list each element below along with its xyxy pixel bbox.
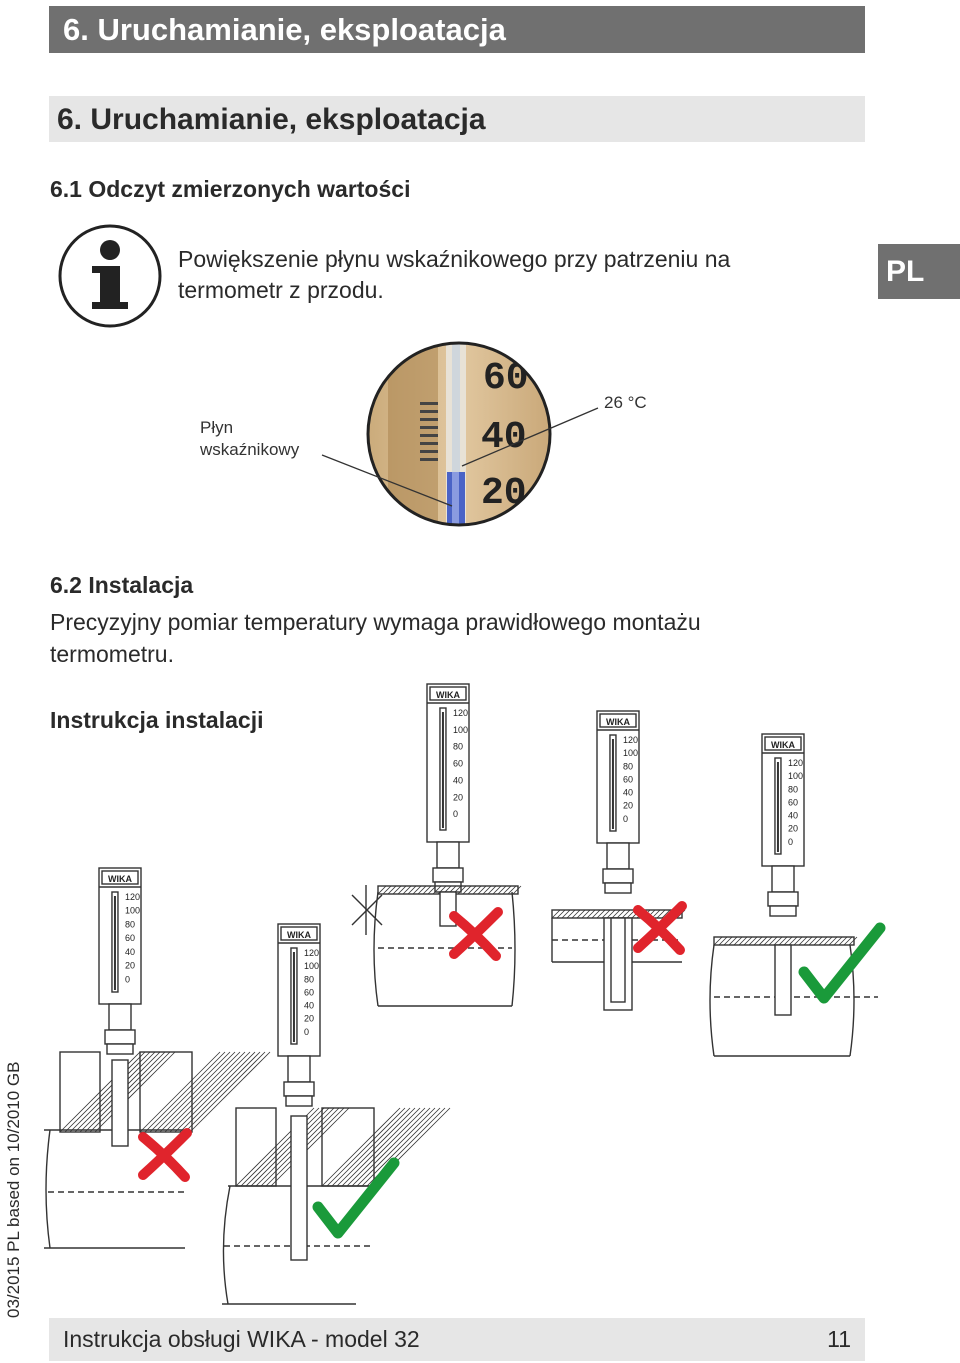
svg-text:WIKA: WIKA	[606, 717, 630, 727]
svg-text:120: 120	[453, 708, 468, 718]
svg-text:80: 80	[453, 742, 463, 752]
svg-text:60: 60	[483, 357, 529, 400]
svg-text:100: 100	[788, 771, 803, 781]
info-icon	[58, 224, 162, 328]
svg-text:0: 0	[788, 837, 793, 847]
svg-text:40: 40	[623, 788, 633, 798]
subsection-title-reading: 6.1 Odczyt zmierzonych wartości	[50, 176, 411, 202]
correct-mark-2	[798, 922, 886, 1004]
svg-text:WIKA: WIKA	[436, 690, 460, 700]
svg-text:WIKA: WIKA	[287, 930, 311, 940]
page-footer: Instrukcja obsługi WIKA - model 32 11	[49, 1318, 865, 1361]
page-number: 11	[827, 1326, 851, 1352]
svg-text:40: 40	[304, 1001, 314, 1011]
svg-text:40: 40	[481, 416, 527, 459]
svg-text:0: 0	[623, 814, 628, 824]
svg-text:120: 120	[623, 735, 638, 745]
svg-text:40: 40	[788, 811, 798, 821]
svg-text:120: 120	[788, 758, 803, 768]
correct-mark-1	[312, 1157, 400, 1239]
installation-paragraph: Precyzyjny pomiar temperatury wymaga pra…	[50, 609, 701, 667]
svg-text:80: 80	[623, 761, 633, 771]
svg-text:40: 40	[453, 775, 463, 785]
section-title: 6. Uruchamianie, eksploatacja	[49, 96, 865, 142]
svg-text:80: 80	[788, 784, 798, 794]
thermometer-1: WIKA 120 100 80 60 40 20 0	[98, 867, 142, 1055]
svg-text:20: 20	[481, 472, 527, 515]
label-indicator-fluid: Płyn wskaźnikowy	[200, 418, 300, 459]
svg-text:WIKA: WIKA	[771, 740, 795, 750]
svg-text:0: 0	[453, 809, 458, 819]
svg-text:60: 60	[788, 797, 798, 807]
svg-text:0: 0	[304, 1027, 309, 1037]
svg-text:0: 0	[125, 974, 130, 984]
page-header-top: 6. Uruchamianie, eksploatacja	[49, 6, 865, 53]
thermometer-3: WIKA 120 100 80 60 40 20 0	[426, 683, 470, 893]
thermometer-2: WIKA 120 100 80 60 40 20 0	[277, 923, 321, 1107]
language-tab: PL	[878, 244, 960, 299]
svg-text:120: 120	[125, 892, 140, 902]
info-note-text: Powiększenie płynu wskaźnikowego przy pa…	[178, 246, 731, 303]
svg-text:60: 60	[453, 759, 463, 769]
svg-text:60: 60	[125, 933, 135, 943]
thermometer-4: WIKA 120 100 80 60 40 20 0	[596, 710, 640, 894]
installation-instructions-title: Instrukcja instalacji	[50, 707, 264, 733]
svg-text:80: 80	[304, 974, 314, 984]
svg-text:60: 60	[304, 987, 314, 997]
svg-text:80: 80	[125, 919, 135, 929]
svg-text:120: 120	[304, 948, 319, 958]
svg-text:100: 100	[453, 725, 468, 735]
svg-text:100: 100	[125, 906, 140, 916]
svg-text:WIKA: WIKA	[108, 874, 132, 884]
footer-title: Instrukcja obsługi WIKA - model 32	[63, 1326, 420, 1352]
wrong-mark-3	[633, 901, 687, 955]
svg-text:40: 40	[125, 947, 135, 957]
svg-text:60: 60	[623, 774, 633, 784]
magnified-scale-image: 60 40 20	[321, 341, 599, 527]
svg-text:20: 20	[304, 1014, 314, 1024]
wrong-mark-1	[138, 1128, 192, 1182]
svg-text:100: 100	[623, 748, 638, 758]
subsection-title-installation: 6.2 Instalacja	[50, 572, 194, 598]
thermometer-5: WIKA 120 100 80 60 40 20 0	[761, 733, 805, 917]
wrong-mark-2	[449, 907, 503, 961]
svg-text:20: 20	[453, 792, 463, 802]
svg-text:100: 100	[304, 961, 319, 971]
svg-text:20: 20	[125, 961, 135, 971]
label-temperature: 26 °C	[604, 393, 647, 412]
document-version-note: 03/2015 PL based on 10/2010 GB	[4, 1061, 23, 1318]
svg-text:20: 20	[623, 801, 633, 811]
svg-text:20: 20	[788, 824, 798, 834]
